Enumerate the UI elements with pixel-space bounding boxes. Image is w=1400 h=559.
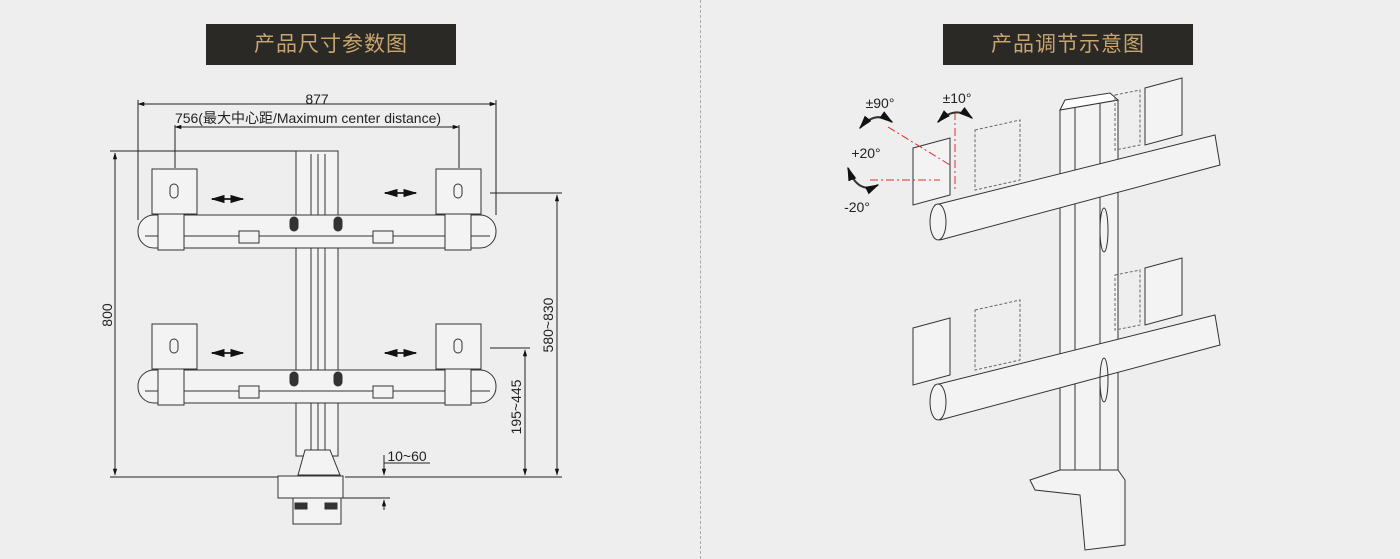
- arm-spacing-label: 580~830: [540, 297, 556, 352]
- lower-arm-height-label: 195~445: [508, 379, 524, 434]
- pole: [277, 150, 344, 525]
- lower-arm: [137, 323, 497, 406]
- panel-divider: [700, 0, 701, 559]
- tilt-up-label: +20°: [851, 145, 880, 161]
- center-distance-label: 756(最大中心距/Maximum center distance): [175, 110, 441, 126]
- rotation-angle-label: ±90°: [866, 95, 895, 111]
- overall-width-label: 877: [305, 91, 329, 107]
- swivel-angle-label: ±10°: [943, 90, 972, 106]
- tilt-down-label: -20°: [844, 199, 870, 215]
- overall-height-label: 800: [99, 303, 115, 327]
- dimension-diagram-title: 产品尺寸参数图: [206, 24, 456, 65]
- adjustment-drawing: [847, 77, 1221, 551]
- dimension-lines: [110, 100, 562, 510]
- upper-arm: [137, 168, 497, 251]
- desk-thickness-label: 10~60: [387, 448, 427, 464]
- adjustment-diagram-title: 产品调节示意图: [943, 24, 1193, 65]
